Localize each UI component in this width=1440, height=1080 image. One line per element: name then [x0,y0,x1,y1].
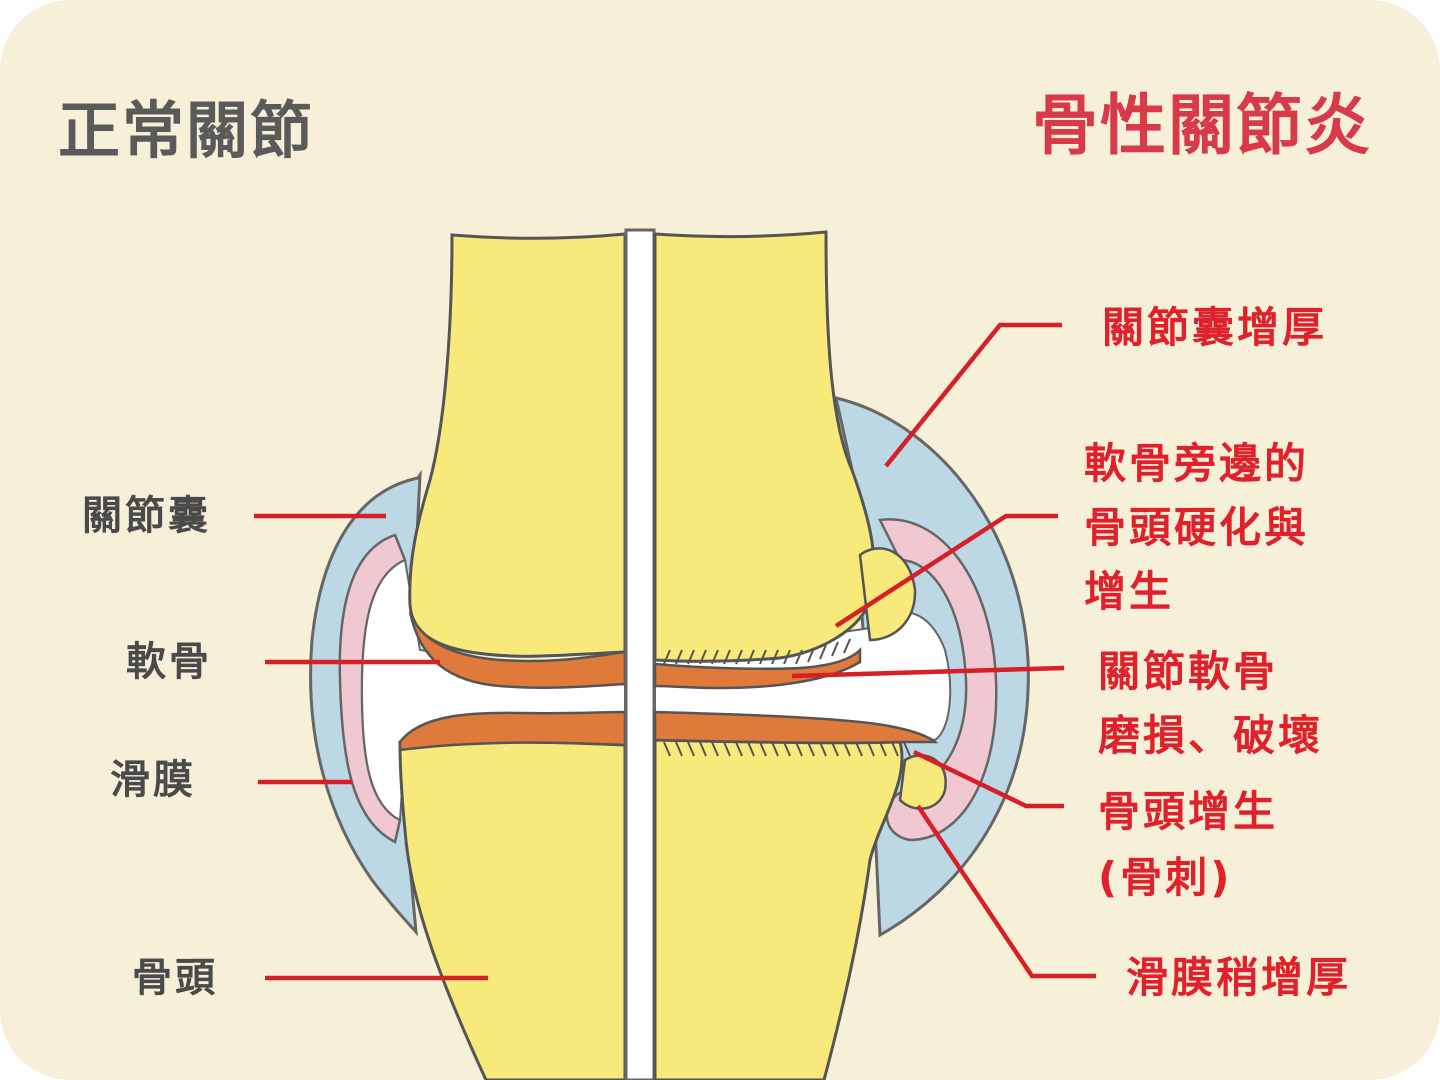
hatch-mark [795,649,803,665]
right-lower-bone [653,738,904,1080]
right-synovium [878,518,998,842]
hatch-mark [735,649,743,665]
label-osteophyte-line1: 骨頭增生 [1098,787,1279,836]
hatch-mark [831,641,839,657]
hatch-mark [711,649,719,665]
left-upper-bone [408,232,627,658]
leader-capsule-thickening [884,322,1062,468]
label-sclerosis-line3: 增生 [1084,567,1175,616]
sclerosis-hatch-upper [663,638,851,665]
hatch-mark [699,741,707,757]
hatch-mark [663,649,671,665]
label-joint-capsule: 關節囊 [82,493,211,539]
leader-osteophyte [913,749,1064,809]
center-divider [624,228,656,1080]
hatch-mark [831,741,839,757]
title-normal-joint: 正常關節 [58,94,315,167]
hatch-mark [687,649,695,665]
hatch-mark [819,644,827,660]
hatch-mark [819,741,827,757]
sclerosis-hatch-lower [663,741,911,757]
hatch-mark [675,741,683,757]
hatch-mark [867,741,875,757]
hatch-mark [843,638,851,654]
label-cartilage: 軟骨 [126,639,212,685]
left-leader-lines [254,513,488,981]
hatch-mark [879,741,887,757]
label-capsule-thickening: 關節囊增厚 [1102,303,1328,352]
hatch-mark [807,647,815,663]
leader-sclerosis [834,513,1058,628]
hatch-mark [783,741,791,757]
hatch-mark [903,741,911,757]
hatch-mark [735,741,743,757]
hatch-mark [783,649,791,665]
hatch-mark [771,741,779,757]
hatch-mark [687,741,695,757]
hatch-mark [747,649,755,665]
hatch-mark [723,649,731,665]
label-cartilage-damage-line1: 關節軟骨 [1098,647,1279,696]
hatch-mark [891,741,899,757]
hatch-mark [747,741,755,757]
hatch-mark [771,649,779,665]
hatch-mark [843,741,851,757]
left-joint-space [360,558,626,822]
title-osteoarthritis: 骨性關節炎 [1032,87,1372,164]
label-cartilage-damage-line2: 磨損、破壞 [1098,711,1324,760]
hatch-mark [759,649,767,665]
right-leader-lines [791,322,1096,979]
hatch-mark [855,741,863,757]
label-sclerosis-line2: 骨頭硬化與 [1084,503,1310,552]
left-lower-bone [398,739,627,1080]
leader-cartilage-damage [791,665,1065,679]
right-upper-bone [653,230,876,663]
label-synovium-thickening: 滑膜稍增厚 [1126,953,1352,1002]
hatch-mark [807,741,815,757]
hatch-mark [759,741,767,757]
leader-synovium-thickening [916,804,1096,979]
hatch-mark [699,649,707,665]
hatch-mark [663,741,671,757]
hatch-mark [723,741,731,757]
label-bone: 骨頭 [132,955,218,1001]
hatch-mark [711,741,719,757]
hatch-mark [795,741,803,757]
right-upper-cartilage [653,646,862,690]
left-lower-cartilage [398,710,627,752]
label-sclerosis-line1: 軟骨旁邊的 [1084,439,1310,488]
right-lower-cartilage [653,710,939,745]
label-synovium: 滑膜 [110,757,196,803]
label-osteophyte-line2: (骨刺) [1098,853,1233,902]
hatch-mark [675,649,683,665]
